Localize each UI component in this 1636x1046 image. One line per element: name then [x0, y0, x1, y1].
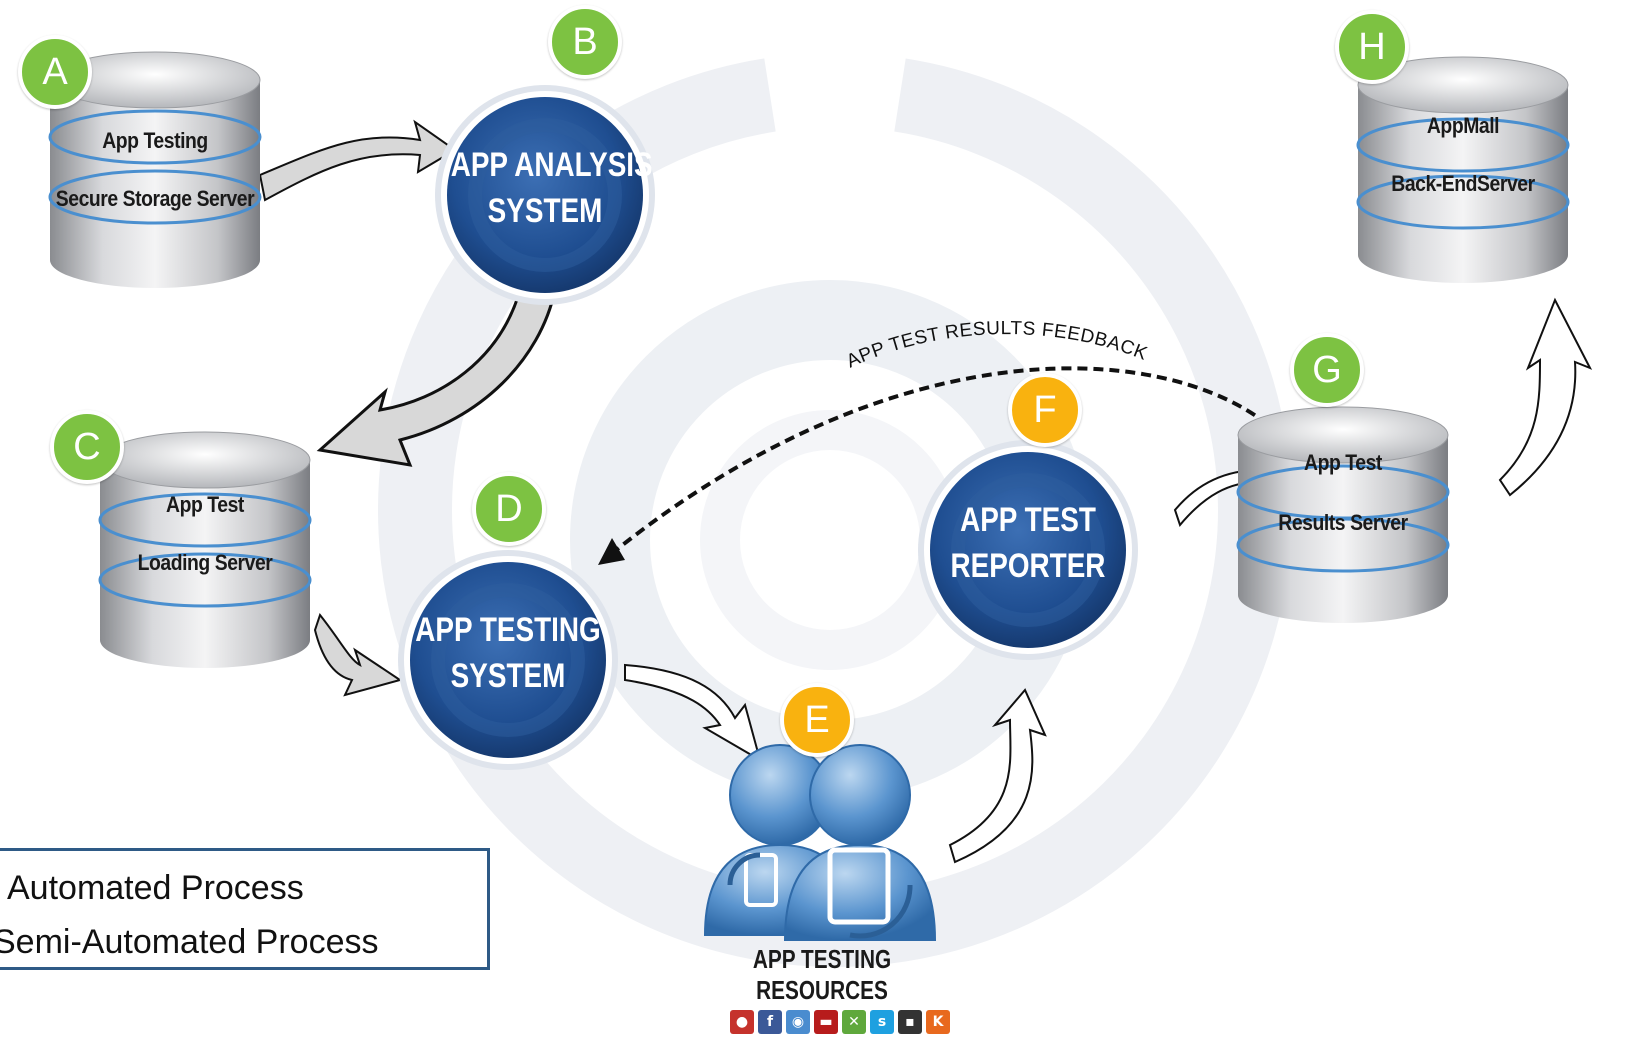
- legend-automated: Automated Process: [7, 869, 304, 907]
- process-circle-icon: [918, 440, 1138, 660]
- process-d-label: APP TESTING SYSTEM: [415, 611, 601, 695]
- database-cylinder-icon: [1356, 56, 1570, 283]
- testers-devices-icon: [703, 744, 937, 941]
- fruit-ninja-icon: ✕: [842, 1010, 866, 1034]
- database-app-test-results: App Test Results Server: [1228, 395, 1458, 645]
- core-ring: [700, 410, 960, 670]
- facebook-icon: f: [758, 1010, 782, 1034]
- database-appmall-backend: AppMall Back-EndServer: [1348, 45, 1578, 295]
- db-h-line2: Back-EndServer: [1391, 171, 1535, 196]
- db-h-line1: AppMall: [1426, 113, 1500, 138]
- db-g-line2: Results Server: [1278, 510, 1408, 535]
- arrow-e-to-f: [948, 688, 1047, 864]
- arrow-d-to-e: [624, 663, 762, 763]
- arrow-c-to-d: [313, 612, 403, 697]
- legend: Automated Process Semi-Automated Process: [0, 848, 490, 970]
- skype-icon: s: [870, 1010, 894, 1034]
- database-app-testing-secure-storage: App Testing Secure Storage Server: [40, 40, 270, 290]
- process-app-test-reporter: APP TEST REPORTER: [913, 435, 1143, 665]
- process-circle-icon: [435, 85, 655, 305]
- database-cylinder-icon: [98, 431, 312, 668]
- db-c-line1: App Test: [166, 492, 244, 517]
- arrow-g-to-h: [1498, 297, 1593, 497]
- process-app-analysis-system: APP ANALYSIS SYSTEM: [430, 80, 660, 310]
- process-circle-icon: [398, 550, 618, 770]
- badge-c: C: [50, 410, 124, 484]
- game-icon: ▪: [898, 1010, 922, 1034]
- badge-e: E: [780, 683, 854, 757]
- angry-birds-icon: ●: [730, 1010, 754, 1034]
- database-app-test-loading: App Test Loading Server: [90, 420, 320, 670]
- database-cylinder-icon: [1236, 406, 1450, 623]
- process-b-label: APP ANALYSIS SYSTEM: [450, 146, 653, 230]
- badge-g: G: [1290, 333, 1364, 407]
- feedback-dashed-arrow: [608, 366, 1282, 557]
- netflix-icon: ▬: [814, 1010, 838, 1034]
- resources-label: APP TESTING RESOURCES: [752, 944, 892, 1005]
- app-icons-row: ● f ◉ ▬ ✕ s ▪ K: [730, 1010, 950, 1036]
- badge-a: A: [18, 35, 92, 109]
- db-g-line1: App Test: [1304, 450, 1382, 475]
- badge-d: D: [472, 472, 546, 546]
- kik-icon: K: [926, 1010, 950, 1034]
- process-app-testing-system: APP TESTING SYSTEM: [393, 545, 623, 775]
- db-a-line2: Secure Storage Server: [55, 186, 255, 211]
- process-f-label: APP TEST REPORTER: [950, 501, 1106, 585]
- db-c-line2: Loading Server: [137, 550, 273, 575]
- arrow-b-to-c: [316, 288, 557, 467]
- feedback-arrowhead-d: [598, 538, 625, 565]
- database-cylinder-icon: [48, 51, 262, 288]
- badge-f: F: [1008, 373, 1082, 447]
- badge-h: H: [1335, 10, 1409, 84]
- db-a-line1: App Testing: [102, 128, 208, 153]
- whatsapp-icon: ◉: [786, 1010, 810, 1034]
- arrow-a-to-b: [258, 119, 457, 202]
- legend-semi-automated: Semi-Automated Process: [0, 923, 379, 961]
- badge-b: B: [548, 5, 622, 79]
